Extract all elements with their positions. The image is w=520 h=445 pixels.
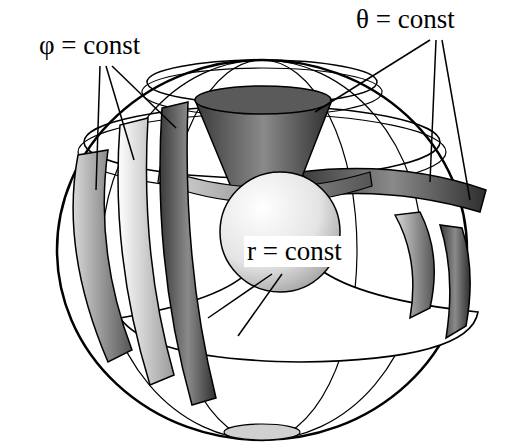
phi-plane-strip: [395, 212, 434, 318]
meridian-line: [102, 60, 422, 440]
surface-label: r = const: [244, 236, 345, 267]
surface-label: φ = const: [36, 30, 143, 61]
outer-sphere: [57, 60, 467, 440]
leader-line: [96, 66, 100, 190]
leader-line: [106, 66, 134, 160]
bottom-cap: [224, 424, 300, 440]
leader-line: [430, 40, 436, 182]
phi-plane-strip: [160, 102, 216, 405]
theta-cone-rim: [195, 86, 331, 114]
leader-line: [208, 274, 272, 318]
leader-line: [442, 40, 470, 200]
surface-label: θ = const: [353, 4, 458, 35]
leader-line: [315, 40, 430, 112]
leader-lines: [96, 40, 470, 336]
r-sphere: [220, 172, 340, 292]
phi-plane-strip: [440, 225, 470, 338]
leader-line: [238, 274, 282, 336]
